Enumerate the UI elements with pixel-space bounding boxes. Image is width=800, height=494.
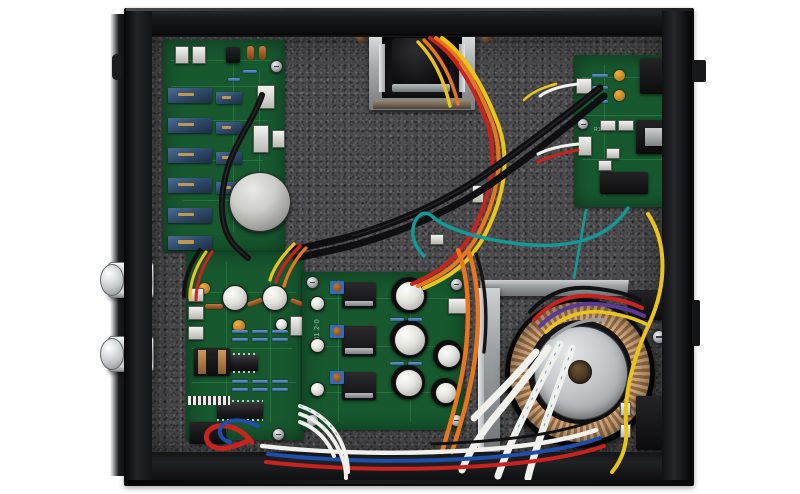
relay — [168, 118, 212, 133]
coin-relay — [229, 172, 291, 232]
capacitor — [310, 382, 325, 397]
soic-ic — [228, 353, 258, 373]
capacitor — [222, 285, 248, 311]
relay — [216, 92, 242, 104]
coil — [198, 350, 206, 374]
selector-knob-cap[interactable] — [100, 338, 124, 370]
connector — [188, 326, 204, 340]
capacitor — [310, 338, 325, 353]
connector — [578, 136, 592, 156]
connector — [576, 78, 592, 94]
resistor — [259, 46, 266, 60]
resistor — [243, 70, 257, 73]
bracket-lip — [373, 100, 471, 109]
transformer-can — [392, 38, 450, 90]
heatsink-bracket-top — [479, 280, 629, 296]
capacitor — [233, 320, 245, 332]
capacitor — [435, 382, 457, 404]
resistor-pad — [618, 120, 634, 131]
heatsink-edge — [478, 288, 484, 458]
trimpot — [330, 281, 344, 294]
connector — [448, 298, 468, 314]
chassis-left-nub — [112, 54, 121, 80]
screw — [577, 118, 589, 130]
line-filter — [600, 172, 648, 194]
connector — [188, 288, 204, 302]
chassis-top-rail — [126, 8, 692, 37]
capacitor — [262, 285, 288, 311]
transistor-clamp — [342, 326, 376, 356]
capacitor — [310, 296, 325, 311]
trimpot — [330, 371, 344, 384]
resistor-pad — [606, 148, 620, 159]
bracket-rail-left — [379, 44, 385, 92]
terminal-clip — [620, 424, 631, 438]
terminal-clip — [620, 402, 631, 416]
resistor — [228, 78, 240, 81]
chassis-left-wall — [124, 10, 152, 480]
pin-header — [188, 396, 230, 405]
relay — [168, 208, 212, 223]
resistor-pad — [598, 160, 612, 171]
connector — [188, 306, 204, 320]
resistor-pad — [600, 120, 616, 131]
voltage-selector — [645, 128, 663, 146]
bracket-rail-right — [459, 44, 465, 92]
capacitor — [395, 281, 425, 311]
coil — [218, 350, 226, 374]
mount-screw — [357, 35, 365, 43]
relay — [168, 148, 212, 163]
connector — [192, 46, 206, 64]
capacitor — [394, 324, 426, 356]
bracket-base — [392, 84, 450, 92]
connector — [175, 46, 189, 64]
relay — [168, 178, 212, 193]
chassis-right-wall — [662, 10, 692, 480]
connector — [257, 85, 275, 109]
relay — [216, 152, 242, 164]
volume-knob-cap[interactable] — [100, 264, 124, 296]
relay — [216, 122, 242, 134]
cable-tie — [472, 185, 484, 203]
connector-block — [190, 422, 226, 444]
rear-connector — [690, 60, 706, 82]
header — [272, 130, 285, 148]
relay — [168, 236, 212, 250]
screw — [306, 276, 319, 289]
capacitor — [395, 369, 423, 397]
screw — [270, 60, 283, 73]
resistor — [247, 46, 254, 60]
cable-tie — [430, 234, 444, 245]
transistor — [226, 47, 240, 63]
toroid-center-bolt — [568, 360, 592, 384]
screw — [450, 278, 463, 291]
capacitor — [437, 344, 461, 368]
screw — [450, 414, 463, 427]
terminal-block — [628, 290, 664, 320]
transistor-clamp — [342, 282, 376, 308]
transistor-clamp — [342, 372, 376, 400]
chassis-bottom-shadow — [126, 480, 692, 484]
trimpot — [330, 325, 344, 338]
screw — [272, 428, 285, 441]
relay — [168, 88, 212, 103]
varistor — [614, 90, 625, 101]
varistor — [614, 70, 625, 81]
header — [253, 125, 269, 153]
chassis-top-highlight — [126, 8, 692, 11]
screw — [306, 414, 319, 427]
